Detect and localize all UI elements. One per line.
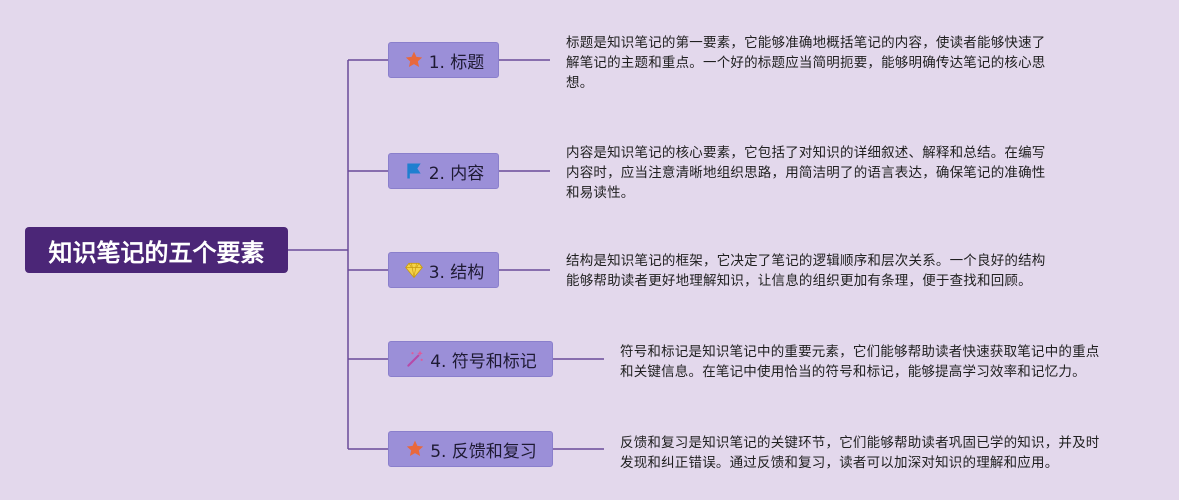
description-line: 和易读性。 xyxy=(566,185,635,201)
branch-label: 1. 标题 xyxy=(428,52,485,73)
description-line: 解笔记的主题和重点。一个好的标题应当简明扼要，能够明确传达笔记的核心思 xyxy=(566,55,1046,71)
branch-description: 内容是知识笔记的核心要素，它包括了对知识的详细叙述、解释和总结。在编写 内容时，… xyxy=(566,143,1046,203)
branch-description: 结构是知识笔记的框架，它决定了笔记的逻辑顺序和层次关系。一个良好的结构 能够帮助… xyxy=(566,251,1046,291)
branch-node-structure[interactable]: 3. 结构 xyxy=(388,252,499,288)
branch-node-content[interactable]: 2. 内容 xyxy=(388,153,499,189)
star-icon xyxy=(403,49,425,71)
description-line: 和关键信息。在笔记中使用恰当的符号和标记，能够提高学习效率和记忆力。 xyxy=(620,364,1086,380)
branch-node-review[interactable]: 5. 反馈和复习 xyxy=(388,431,553,467)
description-line: 结构是知识笔记的框架，它决定了笔记的逻辑顺序和层次关系。一个良好的结构 xyxy=(566,253,1046,269)
description-line: 内容是知识笔记的核心要素，它包括了对知识的详细叙述、解释和总结。在编写 xyxy=(566,145,1046,161)
description-line: 内容时，应当注意清晰地组织思路，用简洁明了的语言表达，确保笔记的准确性 xyxy=(566,165,1046,181)
branch-description: 反馈和复习是知识笔记的关键环节，它们能够帮助读者巩固已学的知识，并及时 发现和纠… xyxy=(620,433,1100,473)
branch-description: 标题是知识笔记的第一要素，它能够准确地概括笔记的内容，使读者能够快速了 解笔记的… xyxy=(566,33,1046,93)
branch-description: 符号和标记是知识笔记中的重要元素，它们能够帮助读者快速获取笔记中的重点 和关键信… xyxy=(620,342,1100,382)
description-line: 能够帮助读者更好地理解知识，让信息的组织更加有条理，便于查找和回顾。 xyxy=(566,273,1032,289)
star-icon xyxy=(404,438,426,460)
branch-label: 5. 反馈和复习 xyxy=(430,441,537,462)
description-line: 标题是知识笔记的第一要素，它能够准确地概括笔记的内容，使读者能够快速了 xyxy=(566,35,1046,51)
branch-label: 3. 结构 xyxy=(428,262,485,283)
flag-icon xyxy=(403,160,425,182)
gem-icon xyxy=(403,259,425,281)
root-topic[interactable]: 知识笔记的五个要素 xyxy=(25,227,288,273)
magic-wand-icon xyxy=(404,348,426,370)
description-line: 想。 xyxy=(566,75,594,91)
description-line: 符号和标记是知识笔记中的重要元素，它们能够帮助读者快速获取笔记中的重点 xyxy=(620,344,1100,360)
branch-label: 2. 内容 xyxy=(428,163,485,184)
branch-label: 4. 符号和标记 xyxy=(430,351,537,372)
description-line: 发现和纠正错误。通过反馈和复习，读者可以加深对知识的理解和应用。 xyxy=(620,455,1059,471)
description-line: 反馈和复习是知识笔记的关键环节，它们能够帮助读者巩固已学的知识，并及时 xyxy=(620,435,1100,451)
root-topic-label: 知识笔记的五个要素 xyxy=(48,238,265,267)
branch-node-title[interactable]: 1. 标题 xyxy=(388,42,499,78)
branch-node-symbols[interactable]: 4. 符号和标记 xyxy=(388,341,553,377)
